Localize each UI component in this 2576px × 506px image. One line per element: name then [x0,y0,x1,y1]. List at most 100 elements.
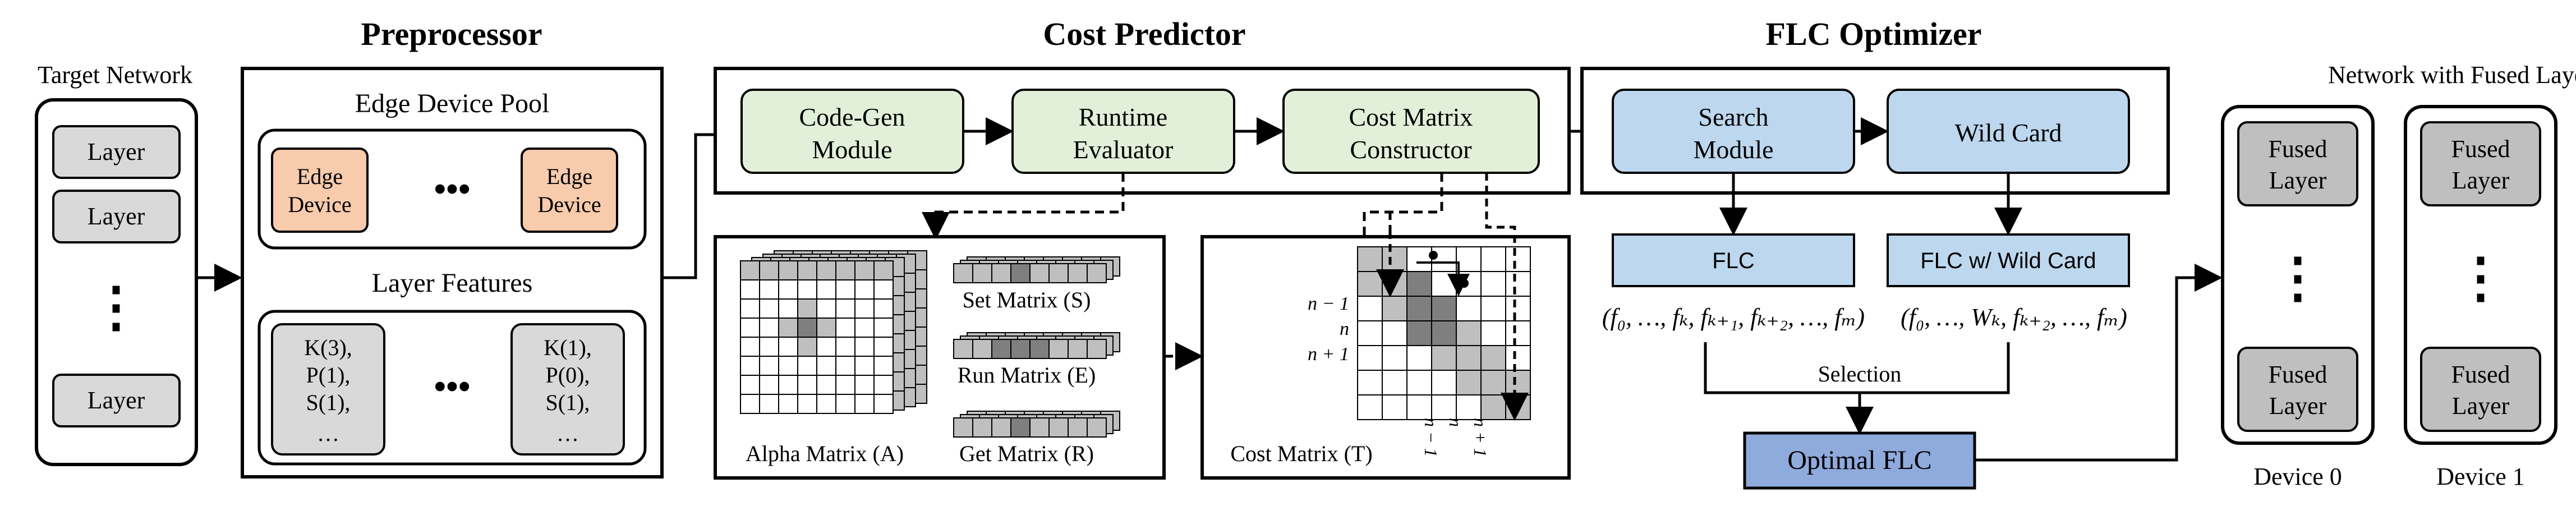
matrix-cell [1480,246,1506,272]
matrix-cell [1505,271,1531,297]
matrix-cell [854,318,875,338]
matrix-cell [1456,345,1482,371]
matrix-cell [1048,417,1069,438]
matrix-cell [778,375,798,395]
matrix-cell [1087,339,1107,359]
matrix-cell [854,298,875,319]
layer-ellipsis: ⋮ [89,277,143,337]
matrix-cell [873,260,894,280]
col-label-n-minus-1: n − 1 [1421,418,1441,457]
fused-layer-box: Fused Layer [2420,347,2541,432]
svg-text:FLC: FLC [1712,249,1755,273]
matrix-cell [1431,271,1457,297]
matrix-cell [1382,370,1407,395]
svg-text:Constructor: Constructor [1350,135,1471,164]
matrix-cell [835,298,855,319]
matrix-cell [854,356,875,376]
matrix-cell [1406,271,1432,297]
svg-text:Module: Module [812,135,892,164]
pool-ellipsis: ••• [434,171,470,209]
matrix-cell [1068,339,1088,359]
matrix-cell [816,394,836,414]
matrix-cell [1357,271,1383,297]
matrix-cell [953,417,973,438]
matrix-cell [835,337,855,357]
matrix-cell [1431,345,1457,371]
search-module: Search Module [1612,89,1855,174]
matrix-cell [1480,320,1506,346]
matrix-cell [1029,339,1050,359]
fused-ellipsis: ⋮ [2271,248,2325,308]
target-network-title: Target Network [38,61,192,89]
marker-dot [1460,279,1469,288]
svg-text:Layer: Layer [88,387,145,414]
run-matrix [953,332,1120,359]
set-matrix [953,256,1120,283]
svg-text:S(1),: S(1), [306,390,351,415]
matrix-cell [1406,246,1432,272]
optimal-flc-box: Optimal FLC [1743,431,1976,490]
alpha-matrix-label: Alpha Matrix (A) [746,441,904,466]
matrix-cell [1029,263,1050,283]
matrix-cell [778,337,798,357]
layer-features-title: Layer Features [372,268,533,298]
svg-text:Layer: Layer [88,138,145,165]
matrix-cell [816,318,836,338]
matrix-cell [1382,271,1407,297]
matrix-cell [759,337,779,357]
preprocessor-title: Preprocessor [361,16,542,52]
wild-card-module: Wild Card [1887,89,2130,174]
matrix-cell [1087,417,1107,438]
search-path-arrow [1416,261,1470,296]
matrix-cell [972,339,992,359]
matrix-cell [1357,370,1383,395]
matrix-cell [759,394,779,414]
matrix-cell [1406,394,1432,420]
matrix-cell [1406,370,1432,395]
layer-box: Layer [52,190,181,243]
matrix-cell [1382,320,1407,346]
marker-dot [1429,251,1438,260]
svg-text:Fused: Fused [2268,135,2327,163]
matrix-cell [873,318,894,338]
matrix-cell [835,394,855,414]
svg-text:Runtime: Runtime [1079,103,1167,131]
cost-matrix-panel: Cost Matrix (T) n − 1 n n + 1 n − 1 n n … [1200,173,1571,480]
matrix-cell [740,260,760,280]
matrix-cell [873,279,894,300]
flc-sequence-right: (f₀, …, Wₖ, fₖ₊₂, …, fₘ) [1901,303,2127,331]
matrix-cell [1406,345,1432,371]
matrix-cell [854,375,875,395]
flc-optimizer: Search Module Wild Card [1580,67,2170,195]
svg-text:K(1),: K(1), [544,335,592,360]
matrix-cell [1087,263,1107,283]
matrix-cell [1382,394,1407,420]
matrix-cell [759,356,779,376]
matrix-cell [778,318,798,338]
matrix-cell [835,260,855,280]
matrix-cell [816,356,836,376]
col-label-n-plus-1: n + 1 [1470,418,1491,457]
matrix-cell [759,260,779,280]
svg-text:Edge: Edge [546,164,592,189]
matrix-cell [1431,370,1457,395]
svg-text:Evaluator: Evaluator [1073,135,1174,164]
svg-text:Module: Module [1693,135,1773,164]
svg-text:Edge: Edge [297,164,343,189]
matrix-cell [835,279,855,300]
svg-text:P(0),: P(0), [546,362,590,388]
svg-text:Code-Gen: Code-Gen [799,103,905,131]
matrix-cell [740,298,760,319]
matrix-cell [854,279,875,300]
set-matrix-label: Set Matrix (S) [963,287,1091,312]
svg-text:Wild Card: Wild Card [1954,118,2062,147]
fused-layer-box: Fused Layer [2237,347,2358,432]
matrix-cell [797,318,817,338]
flc-wild-card-box: FLC w/ Wild Card [1887,233,2130,287]
optimal-to-fused-network-arrow [1975,264,2223,462]
matrix-cell [835,318,855,338]
matrix-cell [1456,246,1482,272]
selection-bracket [1704,342,2010,394]
svg-text:Device: Device [288,192,351,217]
